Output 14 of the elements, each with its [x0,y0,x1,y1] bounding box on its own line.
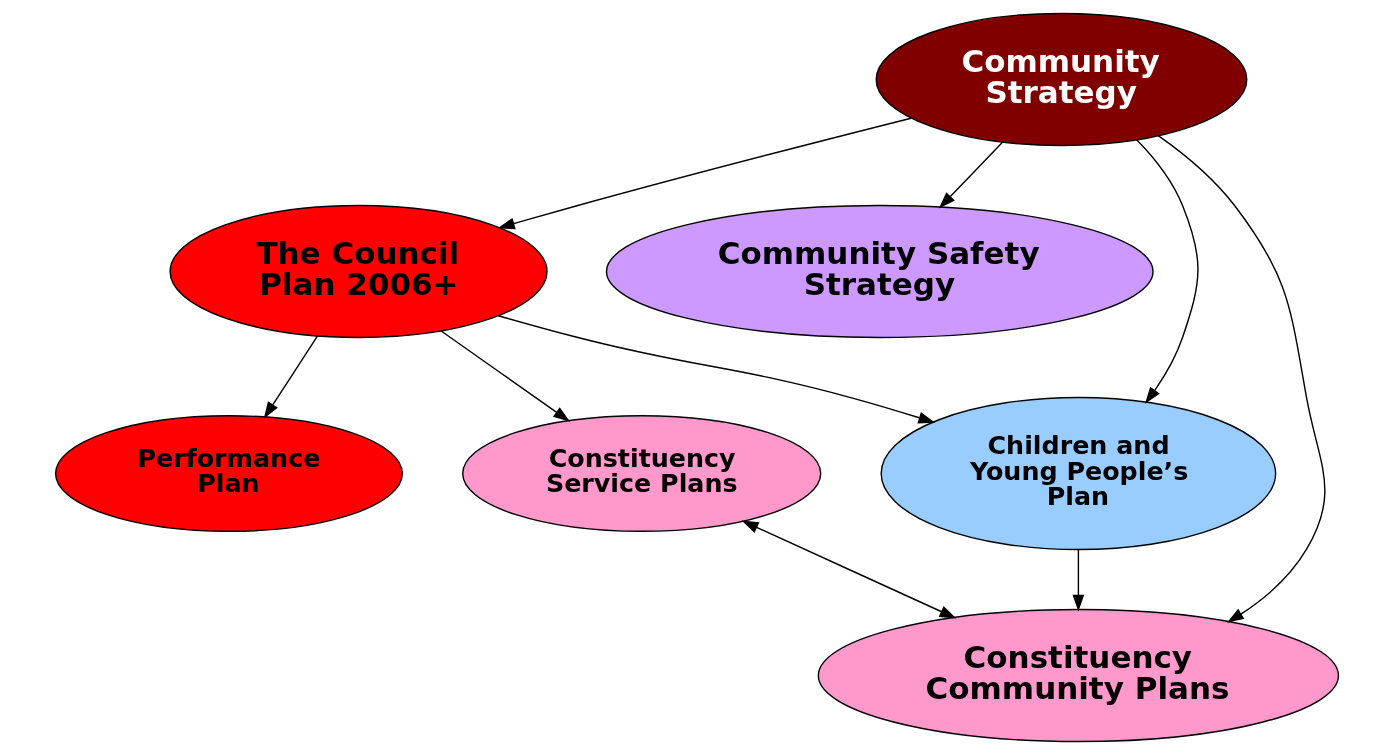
arrow [1135,139,1199,404]
arrow [497,117,912,230]
arrow [263,335,318,419]
arrow [497,315,935,424]
node-ellipse: Children and Young People’s Plan [879,396,1276,551]
arrow [1071,548,1084,612]
node-ellipse: Community Safety Strategy [605,204,1154,339]
node-ellipse: The Council Plan 2006+ [168,204,548,339]
node-ellipse: Community Strategy [875,12,1247,147]
node-ellipse: Performance Plan [54,415,403,532]
arrow [1157,134,1326,623]
arrow [938,141,1003,209]
arrow [741,520,956,619]
arrow [439,330,570,422]
